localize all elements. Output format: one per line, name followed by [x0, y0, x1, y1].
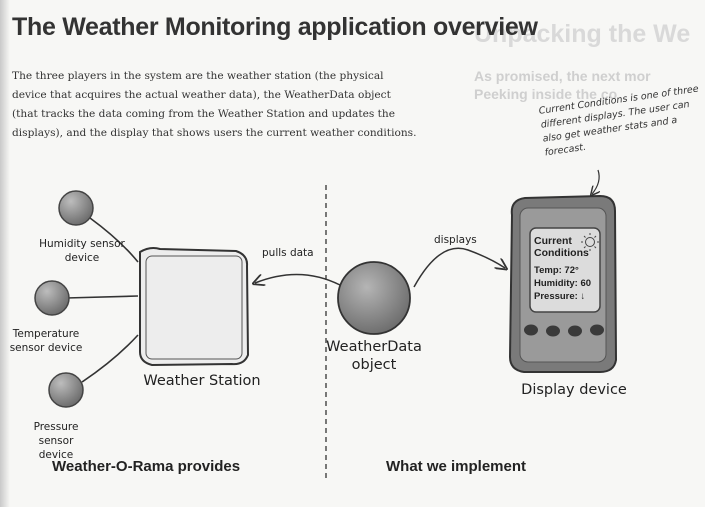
temperature-sensor-label: Temperature sensor device: [9, 328, 83, 354]
display-button-4: [590, 324, 604, 336]
screen-humidity: Humidity: 60: [534, 278, 592, 289]
screen-heading-conditions: Conditions: [534, 247, 589, 259]
footer-left: Weather-O-Rama provides: [52, 458, 241, 475]
weatherdata-label: WeatherData object: [326, 339, 422, 373]
footer-right: What we implement: [386, 458, 527, 475]
sun-icon: [581, 233, 599, 251]
ghost-subheading: As promised, the next mor Peeking inside…: [474, 67, 651, 103]
ghost-heading: Unpacking the We: [474, 20, 691, 48]
display-button-3: [568, 325, 582, 337]
pressure-sensor: [48, 372, 84, 408]
temperature-sensor: [34, 280, 70, 316]
humidity-sensor-label: Humidity sensor device: [39, 238, 125, 264]
humidity-wire: [89, 217, 139, 263]
temperature-wire: [65, 295, 139, 299]
display-screen: [529, 227, 601, 313]
humidity-sensor: [58, 190, 94, 226]
display-button-1: [524, 324, 538, 336]
screen-temp: Temp: 72°: [534, 265, 579, 276]
intro-paragraph: The three players in the system are the …: [12, 70, 417, 139]
pulls-data-arrow: [255, 273, 341, 285]
ghost-line-2: Peeking inside the co: [474, 86, 618, 102]
display-button-2: [546, 325, 560, 337]
pressure-wire: [81, 334, 139, 383]
pulls-data-label: pulls data: [262, 247, 314, 259]
page-edge-shadow: [0, 0, 10, 507]
note-pointer-arrow: [592, 169, 599, 194]
screen-pressure: Pressure: ↓: [534, 291, 586, 302]
page-title: The Weather Monitoring application overv…: [12, 13, 538, 41]
weather-station-box: [139, 247, 250, 367]
display-screen-text: Current Conditions Temp: 72° Humidity: 6…: [532, 233, 602, 313]
weather-station-label: Weather Station: [143, 373, 261, 389]
displays-label: displays: [434, 234, 477, 246]
displays-arrow: [413, 247, 505, 288]
screen-heading-current: Current: [534, 235, 572, 247]
pressure-sensor-label: Pressure sensor device: [33, 421, 79, 461]
display-device-label: Display device: [521, 382, 627, 398]
ghost-line-1: As promised, the next mor: [474, 68, 651, 84]
weatherdata-object: [337, 261, 411, 335]
